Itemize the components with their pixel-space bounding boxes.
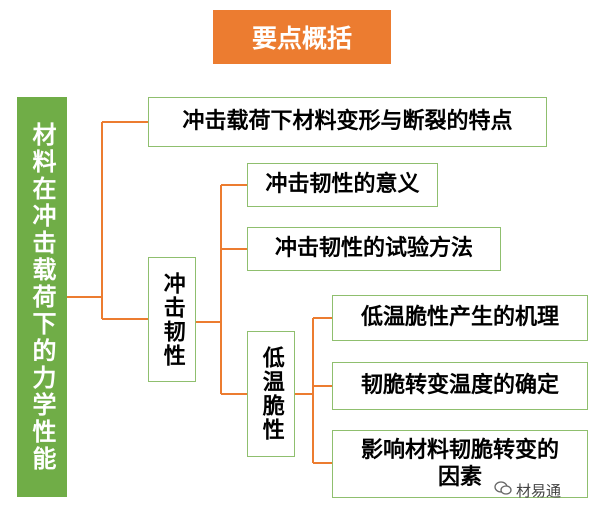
node-low-temp-brittleness-mechanism: 低温脆性产生的机理 <box>332 295 588 341</box>
root-node: 材料在冲击载荷下的力学性能 <box>17 97 67 497</box>
watermark: 材易通 <box>494 479 561 501</box>
node-ductile-brittle-transition-temp: 韧脆转变温度的确定 <box>332 362 588 410</box>
node-impact-toughness-test: 冲击韧性的试验方法 <box>247 227 501 271</box>
node-ductile-brittle-factors: 影响材料韧脆转变的因素 <box>332 430 588 498</box>
wechat-icon <box>494 480 512 500</box>
node-low-temp-brittleness: 低温脆性 <box>247 331 295 457</box>
node-impact-toughness: 冲击韧性 <box>148 257 196 382</box>
node-impact-deformation-fracture: 冲击载荷下材料变形与断裂的特点 <box>148 97 547 147</box>
diagram-title: 要点概括 <box>213 10 391 64</box>
node-impact-toughness-meaning: 冲击韧性的意义 <box>247 163 438 207</box>
watermark-text: 材易通 <box>516 481 562 500</box>
